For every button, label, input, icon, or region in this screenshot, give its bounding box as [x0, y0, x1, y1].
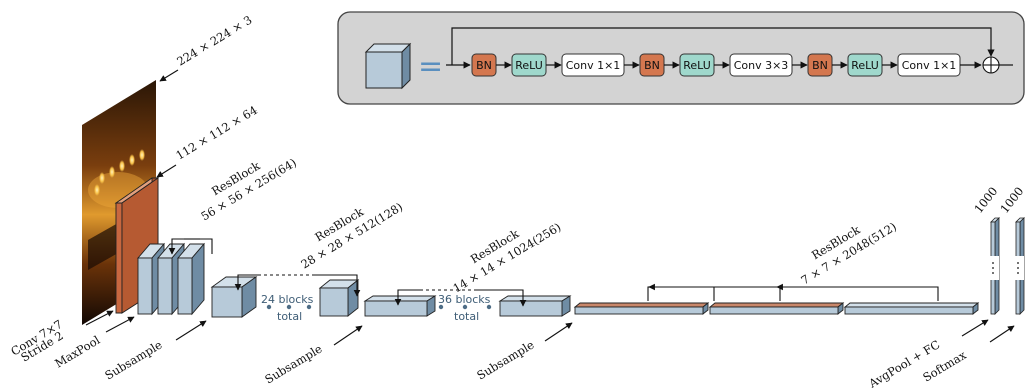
- legend-op-8: Conv 1×1: [897, 53, 961, 77]
- legend-op-label-2: Conv 1×1: [566, 59, 621, 72]
- input-dims: 224 × 224 × 3: [174, 13, 254, 69]
- legend-sequence: BN ReLU Conv 1×1 BN ReLU Conv 3×3 BN ReLU Conv 1…: [471, 53, 982, 77]
- stage4-block-2: [708, 302, 845, 315]
- stage2-skip-arrows: [234, 274, 361, 297]
- stage3-subsample-block: [363, 295, 437, 317]
- legend-equals: =: [418, 49, 443, 84]
- subsample3-label: Subsample: [474, 337, 536, 382]
- stage3-total-label: total: [454, 310, 479, 323]
- stage3-label: ResBlock 14 × 14 × 1024(256): [450, 220, 563, 296]
- legend-block-icon: [364, 42, 412, 90]
- stage4-label: ResBlock 7 × 7 × 2048(512): [798, 219, 898, 287]
- stage1-block-3: [177, 242, 205, 316]
- subsample1-caption: Subsample: [102, 320, 207, 383]
- legend-op-0: BN: [471, 53, 497, 77]
- stage3-blocks-count: 36 blocks: [438, 293, 491, 306]
- stage4-subsample-slab: [573, 302, 710, 315]
- sum-node: [982, 56, 1000, 74]
- candle-flames: [94, 149, 145, 196]
- legend-op-7: ReLU: [847, 53, 883, 77]
- legend-op-5: Conv 3×3: [729, 53, 793, 77]
- legend-op-label-8: Conv 1×1: [902, 59, 957, 72]
- softmax-bar: [1014, 217, 1025, 315]
- fc-dims: 1000: [971, 184, 1000, 216]
- legend-op-label-1: ReLU: [515, 59, 543, 72]
- subsample1-label: Subsample: [102, 337, 164, 382]
- fc-bar: [989, 217, 1000, 315]
- stage3-block-count: 36 blocks total: [438, 293, 492, 323]
- stage2-block-last: [318, 279, 360, 317]
- skip-connection-line: [451, 27, 995, 65]
- stage2-total-label: total: [277, 310, 302, 323]
- conv1-dims: 112 × 112 × 64: [173, 103, 259, 163]
- legend-op-label-0: BN: [476, 59, 492, 72]
- stage4-skip-arrows: [647, 283, 939, 301]
- input-dims-label: 224 × 224 × 3: [159, 13, 255, 82]
- legend-op-label-6: BN: [812, 59, 828, 72]
- feature-blocks: [137, 242, 980, 318]
- subsample3-caption: Subsample: [474, 322, 573, 383]
- legend-op-label-4: ReLU: [683, 59, 711, 72]
- legend-op-1: ReLU: [511, 53, 547, 77]
- legend-op-2: Conv 1×1: [561, 53, 625, 77]
- stage2-block-count: 24 blocks total: [261, 293, 314, 323]
- stage4-block-3: [843, 302, 980, 315]
- subsample2-label: Subsample: [262, 341, 324, 386]
- stage3-skip-arrows: [394, 289, 527, 307]
- subsample2-caption: Subsample: [262, 325, 363, 387]
- legend-op-3: BN: [639, 53, 665, 77]
- softmax-dims: 1000: [997, 184, 1026, 216]
- stage2-blocks-count: 24 blocks: [261, 293, 314, 306]
- legend-op-label-7: ReLU: [851, 59, 879, 72]
- stage3-block-last: [498, 295, 572, 317]
- legend-op-label-3: BN: [644, 59, 660, 72]
- softmax-caption: Softmax: [920, 325, 1015, 385]
- legend-op-label-5: Conv 3×3: [734, 59, 789, 72]
- stage1-label: ResBlock 56 × 56 × 256(64): [198, 155, 298, 223]
- bottleneck-legend: = BN ReLU Conv 1×1 BN ReLU Conv 3×3 BN ReLU Conv…: [337, 11, 1025, 105]
- stage1-skip-arrows: [168, 238, 213, 255]
- stage2-label: ResBlock 28 × 28 × 512(128): [298, 200, 405, 272]
- legend-op-6: BN: [807, 53, 833, 77]
- stage2-subsample-block: [210, 276, 258, 318]
- legend-op-4: ReLU: [679, 53, 715, 77]
